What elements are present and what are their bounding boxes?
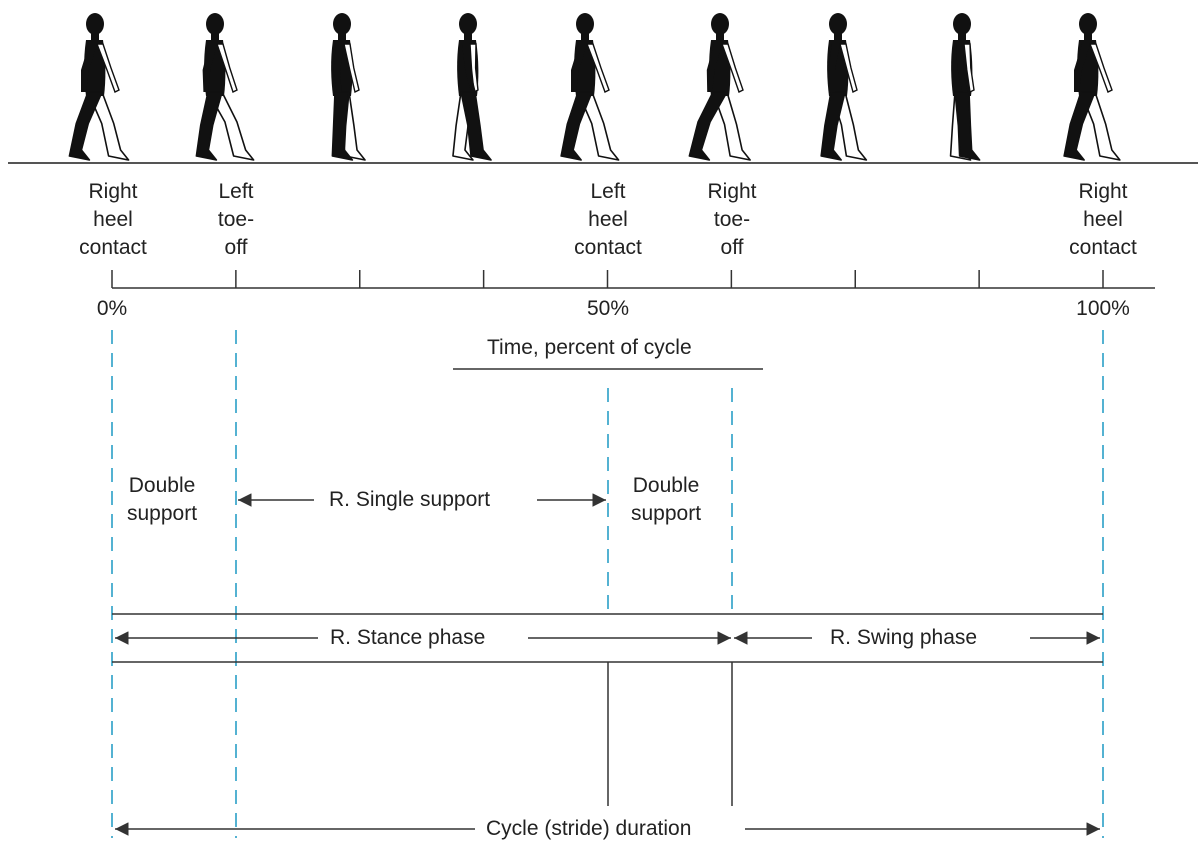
- single-support-label: R. Single support: [329, 488, 491, 511]
- percent-label-50: 50%: [586, 297, 630, 320]
- percent-label-0: 0%: [96, 297, 128, 320]
- walking-figure-icon: [688, 13, 751, 161]
- walking-figure-icon: [1063, 13, 1121, 161]
- walking-figure-icon: [68, 13, 130, 161]
- walking-figure-icon: [452, 13, 492, 161]
- axis-ticks: [111, 270, 1104, 288]
- walking-figure-icon: [820, 13, 868, 161]
- percent-label-100: 100%: [1076, 297, 1130, 320]
- walking-figure-icon: [331, 13, 366, 161]
- event-guides: [111, 330, 1104, 838]
- walking-figures: [68, 13, 1121, 161]
- walking-figure-icon: [560, 13, 620, 161]
- walking-figure-icon: [949, 13, 981, 161]
- axis-title: Time, percent of cycle: [487, 336, 692, 359]
- stance-phase-label: R. Stance phase: [326, 624, 490, 652]
- swing-phase-label: R. Swing phase: [826, 624, 982, 652]
- cycle-duration-label: Cycle (stride) duration: [482, 815, 696, 843]
- walking-figure-icon: [195, 13, 255, 161]
